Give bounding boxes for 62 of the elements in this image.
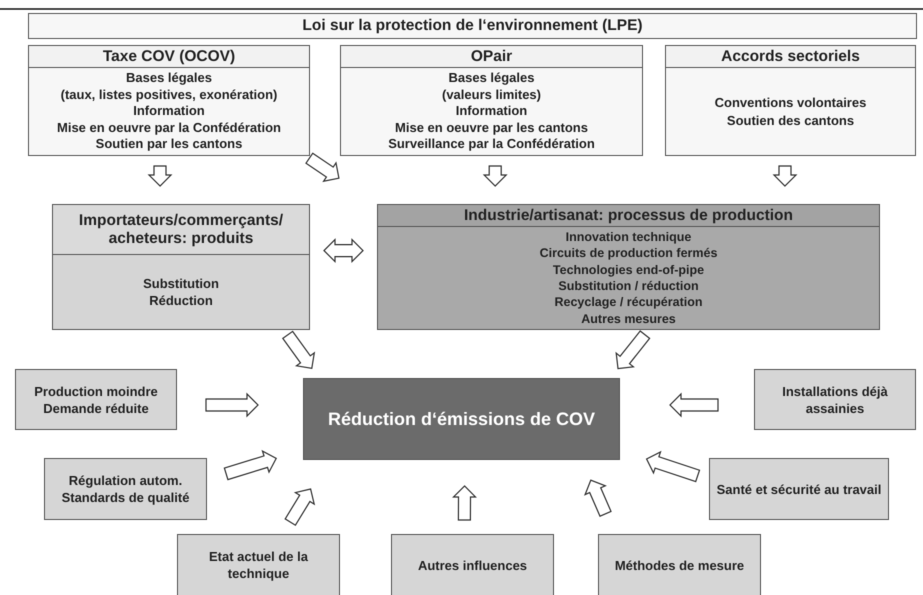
double-block-arrow (323, 238, 364, 264)
block-arrow (284, 488, 316, 526)
box-heading: Accords sectoriels (721, 48, 860, 66)
box-text: Méthodes de mesure (614, 556, 744, 574)
box-text: Surveillance par la Confédération (388, 136, 595, 153)
text-box (28, 45, 310, 156)
box-text: Soutien des cantons (726, 112, 854, 129)
law-banner (28, 13, 917, 39)
block-arrow (615, 330, 650, 370)
text-box (754, 369, 916, 430)
result-text: Réduction d‘émissions de COV (328, 408, 596, 430)
box-text: Etat actuel de la technique (208, 548, 309, 582)
text-box (709, 458, 889, 520)
box-text: (valeurs limites) (442, 86, 541, 104)
box-text: Régulation autom. Standards de qualité (60, 472, 190, 506)
block-arrow (224, 450, 277, 480)
box-text: Recyclage / récupération (554, 294, 702, 311)
box-text: Innovation technique (566, 228, 692, 246)
box-text: (taux, listes positives, exonération) (60, 86, 278, 104)
box-text: Substitution (143, 274, 219, 292)
box-text: Production moindre Demande réduite (33, 382, 159, 416)
box-text: Loi sur la protection de l‘environnement (LPE) (302, 17, 643, 35)
text-box (340, 45, 643, 156)
block-arrow (282, 330, 316, 369)
box-text: Mise en oeuvre par la Confédération (57, 120, 281, 136)
block-arrow (205, 392, 259, 418)
box-heading: Taxe COV (OCOV) (102, 48, 236, 66)
box-text: Conventions volontaires (714, 94, 866, 112)
box-text: Information (456, 103, 528, 120)
box-text: Substitution / réduction (558, 278, 699, 294)
box-text: Bases légales (448, 70, 534, 87)
block-arrow (584, 479, 612, 517)
box-text: Information (133, 103, 205, 120)
block-arrow (669, 392, 719, 418)
text-box (598, 534, 761, 595)
box-heading: Importateurs/commerçants/ acheteurs: produits (78, 212, 284, 248)
box-text: Mise en oeuvre par les cantons (395, 120, 588, 136)
text-box (52, 204, 310, 330)
text-box (377, 204, 880, 330)
box-text: Soutien par les cantons (96, 136, 242, 153)
box-heading: OPair (470, 48, 512, 66)
block-arrow (772, 165, 798, 187)
box-text: Technologies end-of-pipe (552, 262, 704, 278)
box-text: Santé et sécurité au travail (716, 480, 882, 498)
block-arrow (305, 152, 340, 182)
text-box (177, 534, 340, 595)
block-arrow (148, 165, 172, 187)
block-arrow (452, 485, 477, 521)
text-box (665, 45, 916, 156)
block-arrow (482, 165, 508, 187)
text-box (44, 458, 207, 520)
box-text: Autres influences (418, 556, 528, 574)
block-arrow (646, 450, 700, 482)
box-text: Bases légales (126, 70, 212, 87)
result-box (303, 378, 620, 460)
box-heading: Industrie/artisanat: processus de production (464, 206, 793, 224)
text-box (15, 369, 177, 430)
box-text: Installations déjà assainies (781, 382, 889, 416)
box-text: Réduction (149, 292, 213, 310)
box-text: Autres mesures (581, 310, 676, 328)
text-box (391, 534, 554, 595)
box-text: Circuits de production fermés (540, 245, 718, 262)
